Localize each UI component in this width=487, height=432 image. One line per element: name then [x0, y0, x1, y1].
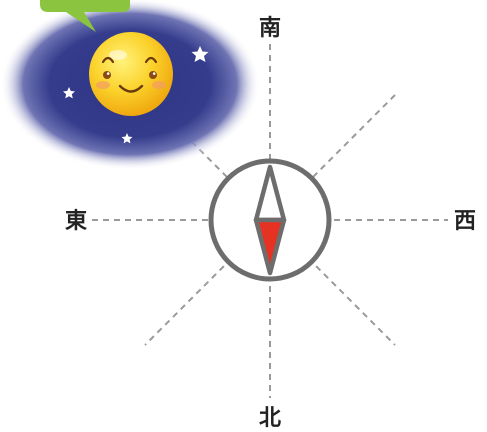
moon-icon — [89, 32, 173, 116]
direction-label-right: 西 — [454, 209, 476, 234]
star-icon — [121, 133, 133, 144]
direction-label-bottom: 北 — [259, 406, 281, 431]
compass-icon — [208, 158, 332, 282]
star-icon — [191, 46, 209, 62]
compass-needle-south — [253, 217, 287, 276]
speech-bubble-tail — [40, 0, 130, 32]
star-icon — [63, 87, 75, 99]
direction-label-top: 南 — [259, 16, 281, 41]
night-sky — [0, 0, 260, 170]
direction-label-left: 東 — [65, 209, 87, 234]
